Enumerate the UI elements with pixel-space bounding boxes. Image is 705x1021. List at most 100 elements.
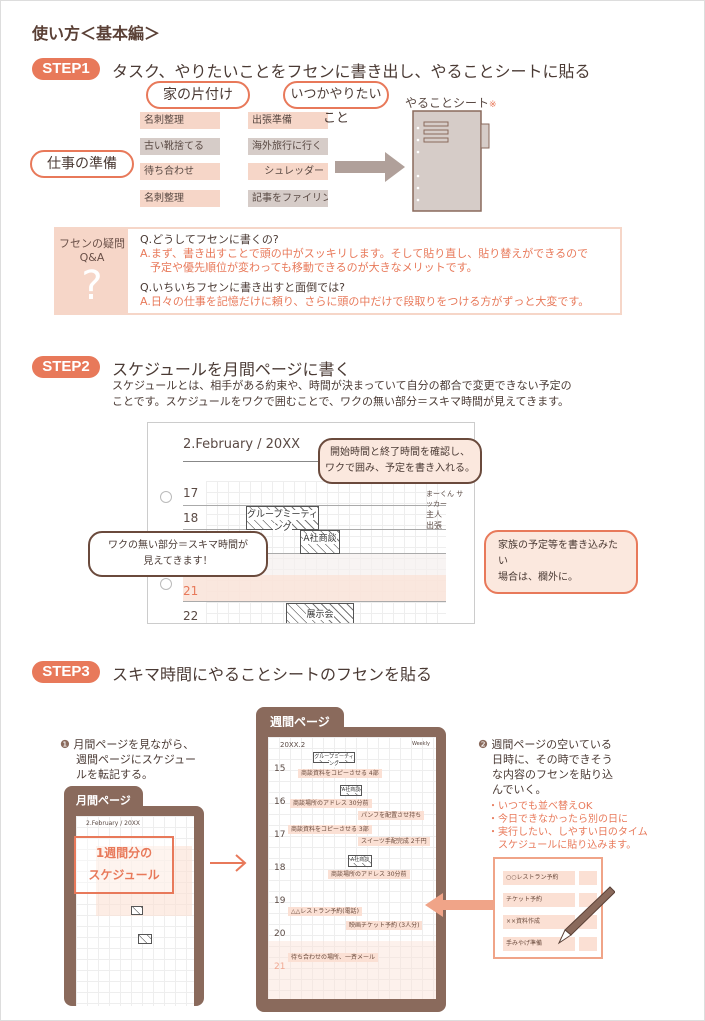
answer-1: A.まず、書き出すことで頭の中がスッキリします。そして貼り直し、貼り替えができる…: [140, 247, 589, 260]
item-text: な内容のフセンを貼り込: [492, 768, 613, 781]
sheet-sticky: ××資料作成: [503, 915, 575, 929]
step3-item-2: ❷ 週間ページの空いている 日時に、その時できそう な内容のフセンを貼り込 んで…: [478, 737, 613, 797]
number-2-icon: ❷: [478, 738, 488, 751]
sticky-note: 古い靴捨てる: [140, 138, 220, 155]
day-number: 21: [183, 584, 199, 598]
weekly-sticky: 待ち合わせの場所、一斉メール: [288, 953, 379, 962]
sticky-note: 待ち合わせ: [140, 163, 220, 180]
event-exhibition: 展示会: [306, 610, 334, 620]
callout-text: 家族の予定等を書き込みたい: [498, 540, 618, 567]
question-mark-icon: ?: [81, 263, 103, 309]
sheet-sticky: ○○レストラン予約: [503, 871, 575, 885]
sticky-note: 名刺整理: [140, 190, 220, 207]
callout-text: ワクの無い部分＝スキマ時間が: [108, 540, 248, 551]
weekly-sticky: パンフを配置させ持ち: [358, 811, 425, 820]
day-number: 17: [183, 486, 199, 500]
tip: スケジュールに貼り込みます。: [488, 840, 637, 851]
question-2: Q.いちいちフセンに書き出すと面倒では?: [140, 281, 345, 294]
item-text: 週間ページにスケジュー: [76, 753, 197, 766]
day-number: 18: [274, 863, 286, 873]
callout-text: ワクで囲み、予定を書き入れる。: [325, 463, 475, 474]
day-number: 19: [274, 896, 286, 906]
day-number: 15: [274, 764, 286, 774]
sticky-note: 名刺整理: [140, 112, 220, 129]
event-box: [138, 934, 152, 944]
sheet-sticky: チケット予約: [503, 893, 575, 907]
sheet-label-text: やることシート: [405, 96, 490, 110]
day-number: 18: [183, 510, 199, 525]
day-number: 22: [183, 608, 199, 623]
item-text: 月間ページを見ながら、: [73, 738, 195, 751]
right-arrow-icon: [210, 854, 247, 872]
speech-bubble: 家の片付け: [146, 81, 250, 109]
binder-hole: [160, 578, 172, 590]
week-band: [96, 846, 192, 916]
step1-badge: STEP1: [32, 58, 100, 80]
step3-item-1: ❶ 月間ページを見ながら、 週間ページにスケジュー ルを転記する。: [60, 737, 196, 782]
day-number: 16: [274, 797, 286, 807]
side-note: まーくん サッカー: [426, 490, 464, 508]
item-text: んでいく。: [492, 783, 547, 796]
todo-sheet-icon: [412, 110, 490, 212]
weekly-label: Weekly: [411, 741, 430, 747]
weekly-event: グループミーティング: [314, 754, 354, 767]
one-week-highlight: 1週間分のスケジュール: [74, 836, 174, 894]
event-a-company: A社商談: [303, 534, 337, 544]
callout-bubble: 開始時間と終了時間を確認し、ワクで囲み、予定を書き入れる。: [318, 438, 482, 484]
question-1: Q.どうしてフセンに書くの?: [140, 233, 279, 246]
answer-1-cont: 予定や優先順位が変わっても移動できるのが大きなメリットです。: [150, 261, 478, 274]
weekly-title: 20XX.2: [280, 741, 306, 749]
sticky-note: シュレッダー: [248, 163, 328, 180]
weekly-sticky: △△レストラン予約(電話): [288, 907, 362, 916]
weekly-sticky: 商談場所のアドレス 30分前: [328, 870, 410, 879]
highlight-text: スケジュール: [88, 868, 160, 882]
speech-bubble: 仕事の準備: [30, 150, 134, 178]
step3-badge: STEP3: [32, 661, 100, 683]
callout-text: 見えてきます！: [143, 556, 213, 567]
step3-heading: スキマ時間にやることシートのフセンを貼る: [112, 665, 433, 684]
sheet-label: やることシート※: [405, 94, 497, 111]
monthly-page: 2.February / 20XX: [76, 816, 194, 1006]
side-note: 主人 出張: [426, 510, 442, 530]
monthly-calendar: 2.February / 20XX 171819202122 グループミーティン…: [147, 422, 475, 624]
item-text: 日時に、その時できそう: [492, 753, 613, 766]
number-1-icon: ❶: [60, 738, 70, 751]
step2-heading: スケジュールを月間ページに書く: [112, 360, 351, 379]
calendar-title: 2.February / 20XX: [183, 437, 301, 452]
item-text: 週間ページの空いている: [491, 738, 612, 751]
sticky-note: 記事をファイリング: [248, 190, 328, 207]
tip: ・いつでも並べ替えOK: [488, 801, 593, 812]
step2-desc-2: ことです。スケジュールをワクで囲むことで、ワクの無い部分＝スキマ時間が見えてきま…: [112, 395, 570, 408]
answer-2: A.日々の仕事を記憶だけに頼り、さらに頭の中だけで段取りをつける方がずっと大変で…: [140, 295, 590, 308]
left-arrow-icon: [425, 893, 495, 917]
right-arrow-icon: [335, 152, 405, 182]
weekly-sticky: 映画チケット予約 (3人分): [346, 921, 423, 930]
divider: [183, 461, 445, 462]
tip: ・今日できなかったら別の日に: [488, 814, 628, 825]
weekly-sticky: 商談資料をコピーさせる 3部: [288, 825, 372, 834]
sheet-sticky: 手みやげ準備: [503, 937, 575, 951]
day-number: 17: [274, 830, 286, 840]
highlight-text: 1週間分の: [95, 846, 153, 860]
day-number: 21: [274, 962, 286, 972]
step2-badge: STEP2: [32, 356, 100, 378]
speech-bubble: いつかやりたいこと: [283, 81, 389, 126]
weekly-event: A社商談: [341, 787, 361, 793]
weekly-sticky: スイーツ手配完成 2千円: [358, 837, 430, 846]
qa-label-sub: Q&A: [79, 251, 105, 264]
todo-sheet: ○○レストラン予約 チケット予約 ××資料作成 手みやげ準備: [493, 857, 603, 959]
weekly-event: A社商談: [350, 857, 370, 863]
holiday-band: [183, 575, 446, 601]
sticky-note: 海外旅行に行く: [248, 138, 328, 155]
callout-bubble: 家族の予定等を書き込みたい場合は、欄外に。: [484, 530, 638, 594]
tip: ・実行したい、しやすい日のタイム: [488, 827, 648, 838]
event-box: [131, 906, 143, 915]
weekly-sticky: 商談資料をコピーさせる 4部: [298, 769, 382, 778]
pen-icon: [557, 886, 615, 945]
monthly-folder: 2.February / 20XX 1週間分のスケジュール: [64, 806, 204, 1006]
qa-label-text: フセンの疑問: [59, 237, 125, 250]
